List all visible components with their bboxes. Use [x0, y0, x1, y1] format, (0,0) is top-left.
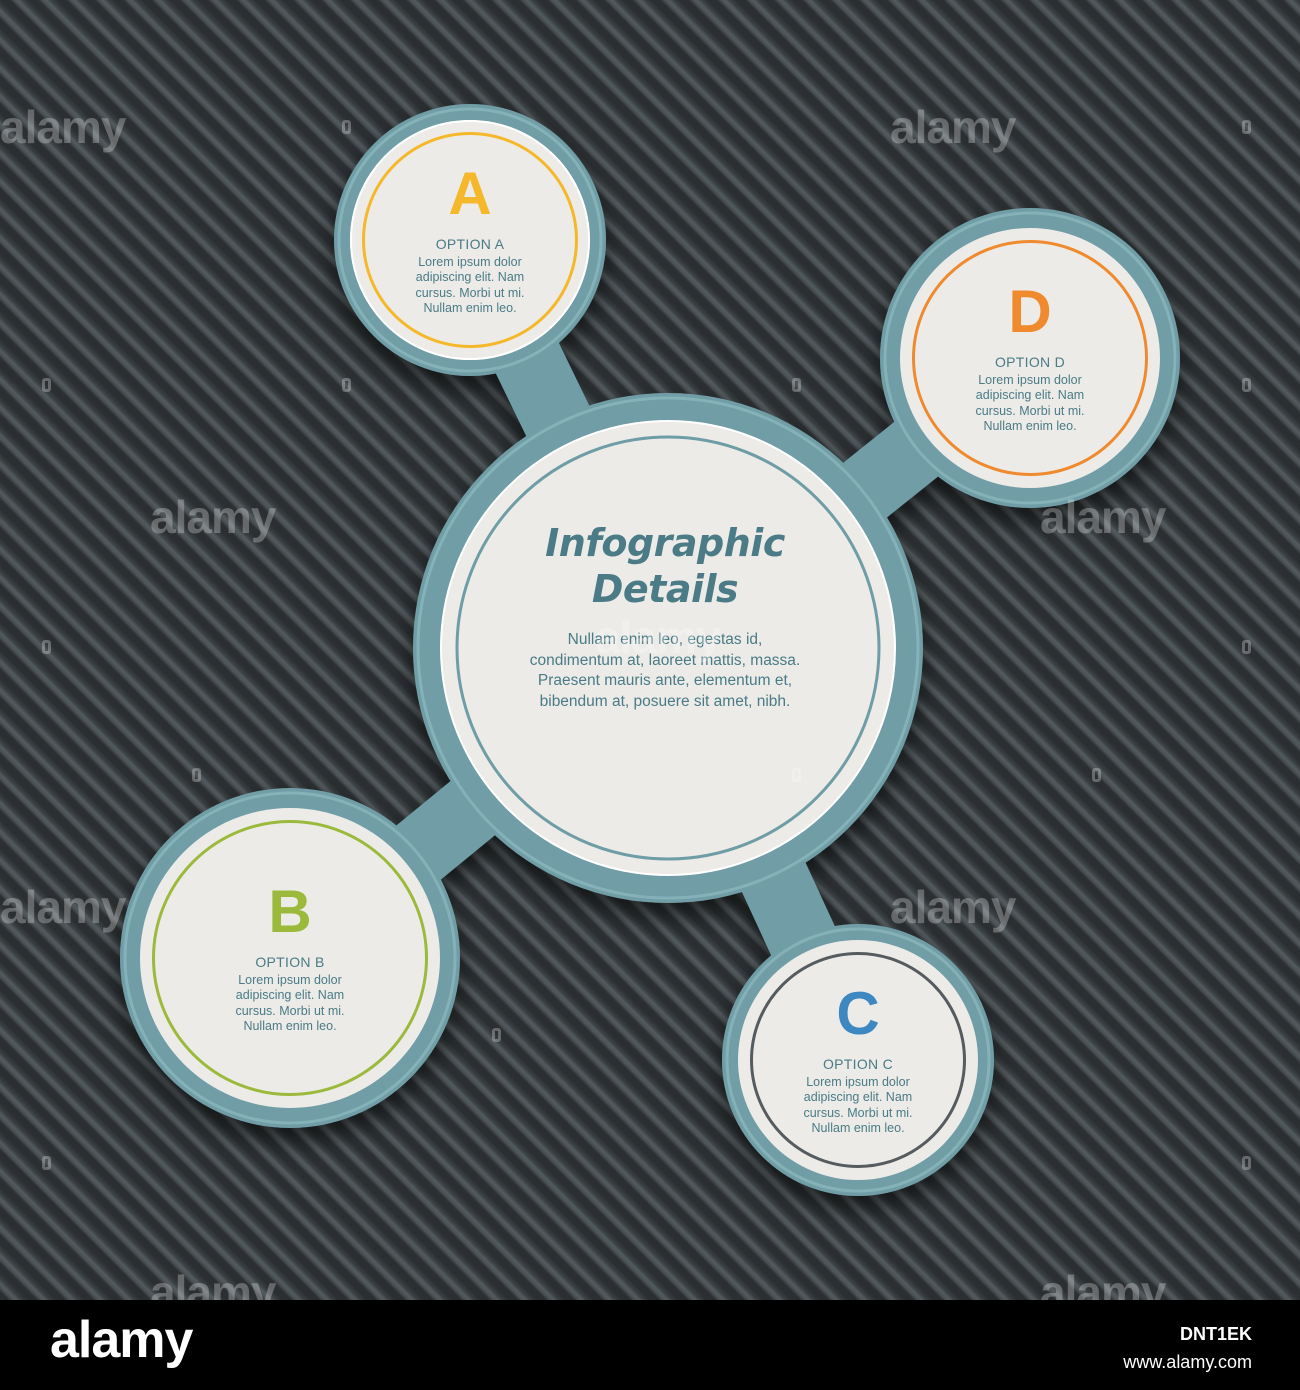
option-d-bubble: D OPTION D Lorem ipsum dolor adipiscing …	[900, 228, 1160, 488]
infographic-canvas: A OPTION A Lorem ipsum dolor adipiscing …	[0, 0, 1300, 1300]
center-face	[440, 420, 896, 876]
watermark-lock-icon	[1242, 120, 1251, 134]
watermark-lock-icon	[192, 768, 201, 782]
center-title: Infographic Details	[545, 521, 785, 611]
watermark-lock-icon	[342, 378, 351, 392]
footer-url: www.alamy.com	[1123, 1352, 1252, 1372]
watermark-lock-icon	[42, 1156, 51, 1170]
watermark-lock-icon	[42, 378, 51, 392]
watermark-lock-icon	[1092, 768, 1101, 782]
option-b-bubble: B OPTION B Lorem ipsum dolor adipiscing …	[140, 808, 440, 1108]
watermark-lock-icon	[342, 120, 351, 134]
center-content: Infographic Details Nullam enim leo, ege…	[470, 520, 860, 712]
watermark-lock-icon	[492, 1028, 501, 1042]
watermark-lock-icon	[42, 640, 51, 654]
watermark-lock-icon	[792, 768, 801, 782]
footer-image-id: DNT1EK	[1179, 1324, 1252, 1344]
option-c-ring	[750, 952, 966, 1168]
watermark-lock-icon	[1242, 1156, 1251, 1170]
frame-highlights	[123, 107, 1177, 1193]
option-d-ring	[912, 240, 1148, 476]
center-body: Nullam enim leo, egestas id, condimentum…	[529, 631, 801, 710]
option-a-ring	[362, 132, 578, 348]
footer-logo: alamy	[50, 1311, 193, 1369]
option-a-bubble: A OPTION A Lorem ipsum dolor adipiscing …	[350, 120, 590, 360]
option-b-ring	[152, 820, 428, 1096]
watermark-lock-icon	[792, 378, 801, 392]
option-c-bubble: C OPTION C Lorem ipsum dolor adipiscing …	[738, 940, 978, 1180]
watermark-lock-icon	[1242, 640, 1251, 654]
watermark-lock-icon	[1242, 378, 1251, 392]
footer-bar: alamy DNT1EK www.alamy.com	[0, 1300, 1300, 1390]
